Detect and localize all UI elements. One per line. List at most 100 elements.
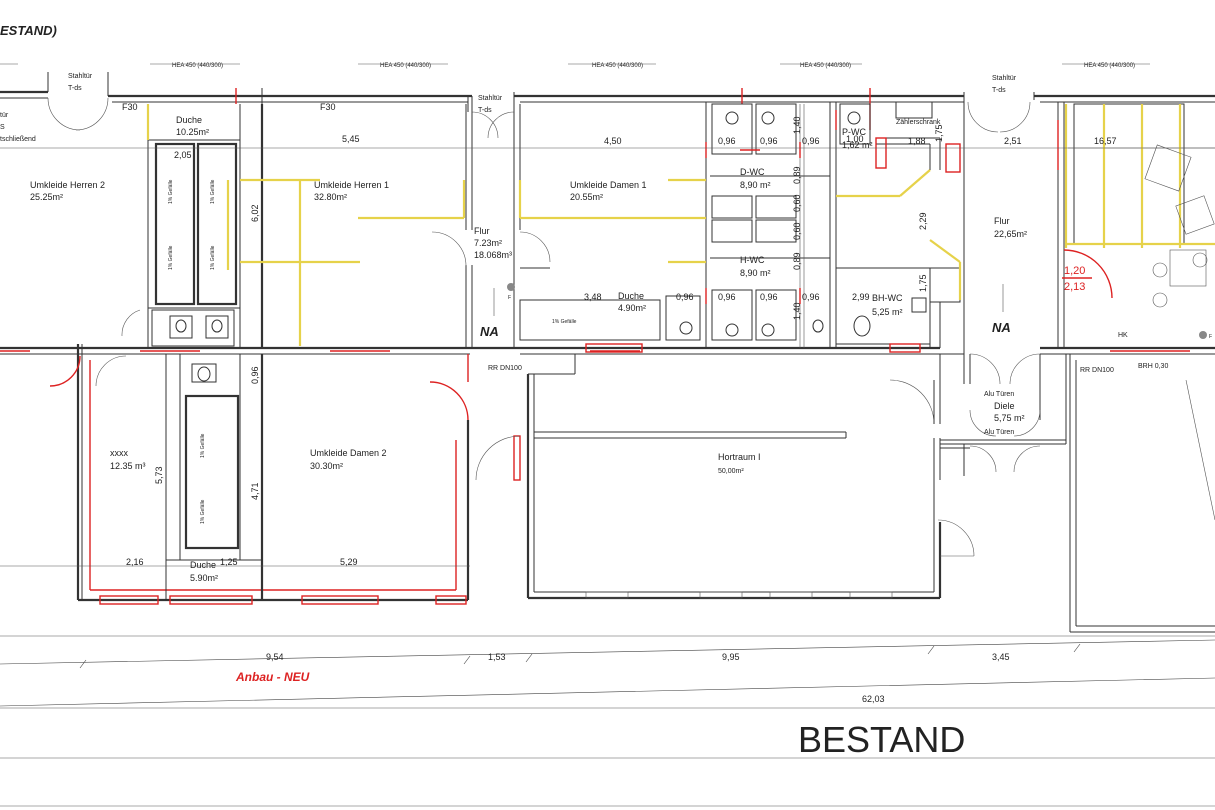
room-diele-area: 5,75 m² [994,413,1025,423]
room-hortraum: Hortraum I [718,452,761,462]
steel-door-1-rating: T-ds [68,85,82,92]
room-flur-1-area: 7.23m² [474,238,502,248]
axis-lines [0,147,1215,567]
roof-drain-label-2: RR DN100 [1080,367,1114,374]
slope-label-7: 1% Gefälle [552,319,577,325]
room-xxxx: xxxx [110,448,129,458]
slope-label-5: 1% Gefälle [200,433,206,458]
beam-label-3: HEA 450 (440/300) [592,63,643,69]
north-door-swings [47,97,1031,139]
room-d-wc: D-WC [740,167,765,177]
fire-extinguisher-icon-1 [507,283,515,291]
room-flur-1-volume: 18.068m³ [474,250,512,260]
dim-6-02: 6,02 [250,204,260,222]
room-duche-2-area: 4.90m² [618,303,646,313]
room-h-wc-area: 8,90 m² [740,268,771,278]
dim-2-16: 2,16 [126,557,144,567]
hortraum-walls [475,343,975,600]
room-umkleide-herren-2-area: 25.25m² [30,192,63,202]
dim-3-48: 3,48 [584,292,602,302]
room-bh-wc: BH-WC [872,293,903,303]
heater-label: HK [1118,332,1128,339]
dim-bottom-9-54: 9,54 [266,652,284,662]
left-edge-text-3: tschließend [0,136,36,143]
dim-1-00: 1,00 [846,134,864,144]
room-umkleide-herren-1-area: 32.80m² [314,192,347,202]
lower-row-walls [49,309,470,605]
dim-1-75-b: 1,75 [918,274,928,292]
room-umkleide-damen-1: Umkleide Damen 1 [570,180,647,190]
steel-door-3-label: Stahltür [992,75,1017,82]
dim-5-45: 5,45 [342,134,360,144]
room-hortraum-area: 50,00m² [718,468,744,475]
bottom-dimension-lines [0,635,1215,807]
room-xxxx-area: 12.35 m³ [110,461,146,471]
room-duche-1-area: 10.25m² [176,127,209,137]
room-h-wc: H-WC [740,255,765,265]
alu-door-2-label: Alu Türen [984,429,1014,436]
room-flur-1: Flur [474,226,490,236]
room-duche-3-area: 5.90m² [190,573,218,583]
dim-0-96-c: 0,96 [802,136,820,146]
dim-1-40-a: 1,40 [792,116,802,134]
marker-f-1: F [508,295,511,301]
dim-2-29: 2,29 [918,212,928,230]
fixtures [169,111,861,383]
room-duche-3: Duche [190,560,216,570]
room-umkleide-damen-1-area: 20.55m² [570,192,603,202]
bestand-right-walls [1069,354,1215,633]
dim-4-71: 4,71 [250,482,260,500]
room-duche-2: Duche [618,291,644,301]
dim-0-96-g: 0,96 [802,292,820,302]
dim-1-75-a: 1,75 [934,124,944,142]
beam-label-4: HEA 450 (440/300) [800,63,851,69]
drawing-title: ESTAND) [0,23,57,38]
dim-5-73: 5,73 [154,466,164,484]
beam-label-1: HEA 450 (440/300) [172,63,223,69]
slope-label-4: 1% Gefälle [210,245,216,270]
beam-label-2: HEA 450 (440/300) [380,63,431,69]
dim-2-51: 2,51 [1004,136,1022,146]
room-zaehlerschrank: Zählerschrank [896,119,941,126]
dim-bottom-total: 62,03 [862,694,885,704]
dim-1-25: 1,25 [220,557,238,567]
emergency-exit-2: NA [992,320,1011,335]
bestand-label: BESTAND [798,719,965,760]
dim-4-50: 4,50 [604,136,622,146]
left-edge-text-1: tür [0,112,9,119]
room-duche-1: Duche [176,115,202,125]
fire-door-2-label: F30 [320,102,336,112]
room-p-wc-area: 1,62 m² [842,140,873,150]
slope-label-1: 1% Gefälle [168,179,174,204]
dim-bottom-3-45: 3,45 [992,652,1010,662]
dim-bottom-1-53: 1,53 [488,652,506,662]
parapet-height-label: BRH 0,30 [1138,363,1168,370]
dim-0-96-f: 0,96 [760,292,778,302]
fire-door-1-label: F30 [122,102,138,112]
dim-2-13: 2,13 [1064,281,1085,293]
alu-door-1-label: Alu Türen [984,391,1014,398]
table-chairs [1144,144,1215,308]
beam-label-5: HEA 450 (440/300) [1084,63,1135,69]
room-umkleide-damen-2-area: 30.30m² [310,461,343,471]
dim-1-20: 1,20 [1064,265,1085,277]
diele-walls [940,348,1067,476]
room-umkleide-herren-1: Umkleide Herren 1 [314,180,389,190]
dim-0-96-e: 0,96 [718,292,736,302]
room-d-wc-area: 8,90 m² [740,180,771,190]
room-flur-2: Flur [994,216,1010,226]
dim-0-96-h: 0,96 [250,366,260,384]
dim-16-57: 16,57 [1094,136,1117,146]
steel-door-2-rating: T-ds [478,107,492,114]
dim-0-89-b: 0,89 [792,252,802,270]
steel-door-3-rating: T-ds [992,87,1006,94]
anbau-neu-label: Anbau - NEU [235,670,310,684]
dim-0-60-a: 0,60 [792,194,802,212]
dim-2-99: 2,99 [852,292,870,302]
steel-door-2-label: Stahltür [478,95,503,102]
dim-0-96-a: 0,96 [718,136,736,146]
slope-label-2: 1% Gefälle [210,179,216,204]
room-p-wc: P-WC [842,127,866,137]
dim-0-96-d: 0,96 [676,292,694,302]
